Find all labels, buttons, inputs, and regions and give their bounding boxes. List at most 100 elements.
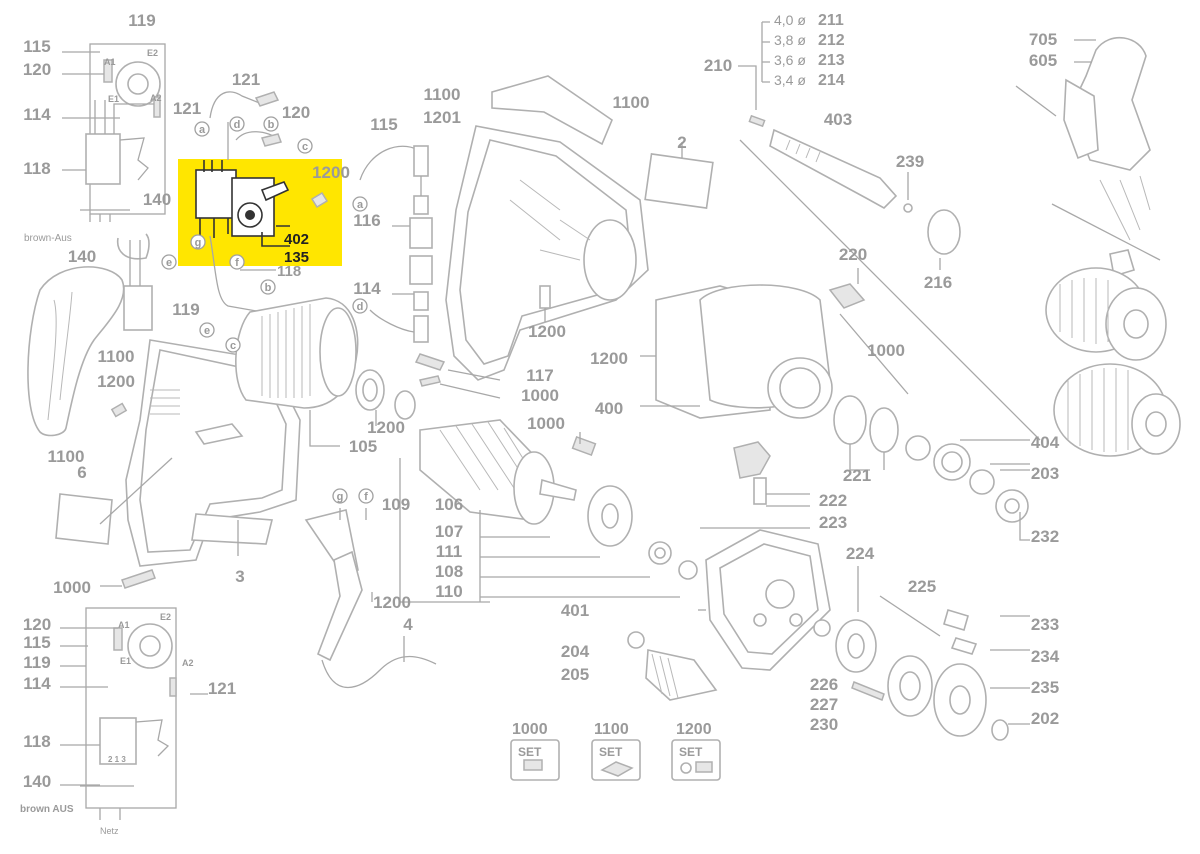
part-label-605: 605 xyxy=(1029,51,1057,70)
letter-circle xyxy=(161,254,177,270)
drill-num-1: 211 xyxy=(818,12,844,29)
chuck-lower xyxy=(1053,363,1181,457)
part-label-110: 110 xyxy=(435,582,462,601)
part-label-2: 2 xyxy=(677,133,686,152)
letter-text: a xyxy=(357,199,364,211)
letter-circle xyxy=(352,298,368,314)
part-label-1100: 1100 xyxy=(98,347,135,366)
part-label-225: 225 xyxy=(908,577,936,596)
letter-text: c xyxy=(302,141,308,153)
set-box-1200: 1200 SET xyxy=(671,721,721,781)
part-label-140: 140 xyxy=(23,772,51,791)
output-gears xyxy=(835,566,1030,741)
wiring-bottom-a1: A1 xyxy=(118,620,130,630)
part-label-114: 114 xyxy=(23,105,51,124)
letter-circle xyxy=(190,234,206,250)
letter-text: c xyxy=(230,340,236,352)
letter-circle xyxy=(260,279,276,295)
letter-circle xyxy=(297,138,313,154)
handle-part xyxy=(27,233,153,437)
letter-text: g xyxy=(195,237,202,249)
part-label-210: 210 xyxy=(704,56,732,75)
gear-train xyxy=(828,268,1030,541)
part-label-117: 117 xyxy=(526,366,553,385)
part-label-114: 114 xyxy=(353,279,381,298)
part-label-140: 140 xyxy=(68,247,96,266)
part-label-1200: 1200 xyxy=(590,349,628,368)
circle-letter-d: d xyxy=(352,298,368,314)
circle-letter-b: b xyxy=(260,279,276,295)
drill-num-3: 213 xyxy=(818,52,845,69)
part-label-115: 115 xyxy=(370,115,397,134)
set-1200-num: 1200 xyxy=(676,721,712,738)
spindle xyxy=(738,21,1041,441)
circle-letter-c: c xyxy=(225,337,241,353)
letter-text: a xyxy=(199,124,206,136)
part-label-232: 232 xyxy=(1031,527,1059,546)
part-label-1200: 1200 xyxy=(367,418,405,437)
part-label-216: 216 xyxy=(924,273,952,292)
letter-text: b xyxy=(265,282,272,294)
part-label-108: 108 xyxy=(435,562,463,581)
part-label-233: 233 xyxy=(1031,615,1059,634)
letter-text: f xyxy=(364,491,368,503)
letter-text: g xyxy=(337,491,344,503)
part-label-239: 239 xyxy=(896,152,924,171)
part-label-1201: 1201 xyxy=(423,108,461,127)
part-label-1200: 1200 xyxy=(373,593,411,612)
drill-size-1: 4,0 ø xyxy=(774,12,806,28)
set-box-1100: 1100 SET xyxy=(591,721,641,781)
drill-size-4: 3,4 ø xyxy=(774,72,806,88)
wiring-bottom-a2: A2 xyxy=(182,658,194,668)
part-label-4: 4 xyxy=(403,615,413,634)
letter-circle xyxy=(229,254,245,270)
highlighted-switch-assembly: 402 135 xyxy=(178,159,342,271)
part-label-115: 115 xyxy=(23,633,50,652)
wiring-diagram-top: E2 A1 E1 A2 brown-Aus xyxy=(24,43,166,244)
part-label-1200: 1200 xyxy=(528,322,566,341)
part-label-140: 140 xyxy=(143,190,171,209)
wiring-a1-label: A1 xyxy=(104,57,116,67)
part-label-111: 111 xyxy=(436,542,463,561)
part-label-119: 119 xyxy=(23,653,50,672)
part-label-121: 121 xyxy=(232,70,260,89)
gear-housing xyxy=(640,284,833,419)
part-label-116: 116 xyxy=(353,211,380,230)
drill-num-2: 212 xyxy=(818,32,845,49)
part-label-105: 105 xyxy=(349,437,377,456)
circle-letter-g: g xyxy=(332,488,348,504)
part-label-227: 227 xyxy=(810,695,838,714)
chuck-key xyxy=(1051,203,1161,278)
part-label-106: 106 xyxy=(435,495,463,514)
part-label-1000: 1000 xyxy=(867,341,905,360)
part-label-118: 118 xyxy=(23,732,50,751)
armature xyxy=(399,419,698,603)
set-1000-tag: SET xyxy=(518,745,542,759)
letter-circle xyxy=(199,322,215,338)
wiring-e1-label: E1 xyxy=(108,94,119,104)
part-label-224: 224 xyxy=(846,544,875,563)
part-label-3: 3 xyxy=(235,567,244,586)
letter-text: d xyxy=(357,301,364,313)
circle-letter-b: b xyxy=(263,116,279,132)
set-1100-tag: SET xyxy=(599,745,623,759)
circle-letter-d: d xyxy=(229,116,245,132)
letter-circle xyxy=(358,488,374,504)
part-label-220: 220 xyxy=(839,245,867,264)
part-label-121: 121 xyxy=(208,679,236,698)
part-label-119: 119 xyxy=(172,300,199,319)
housing-center xyxy=(445,75,714,381)
set-box-1000: 1000 SET xyxy=(510,721,560,781)
part-label-230: 230 xyxy=(810,715,838,734)
letter-circle xyxy=(194,121,210,137)
part-label-1100: 1100 xyxy=(48,447,85,466)
part-label-221: 221 xyxy=(843,466,871,485)
circle-letter-g: g xyxy=(190,234,206,250)
gearbox-cover xyxy=(627,529,831,701)
circle-letter-a: a xyxy=(194,121,210,137)
drill-size-table: 4,0 ø 211 3,8 ø 212 3,6 ø 213 3,4 ø 214 xyxy=(774,12,845,89)
wiring-bottom-net: Netz xyxy=(100,826,119,836)
